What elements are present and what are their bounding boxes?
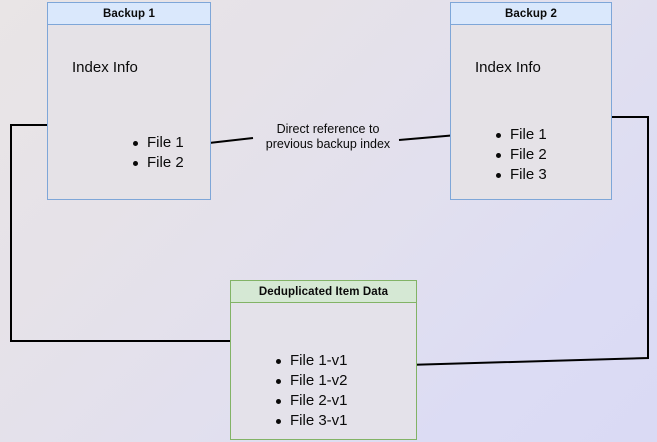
deduplicated-file-list: File 1-v1 File 1-v2 File 2-v1 File 3-v1 [275, 351, 348, 431]
node-backup-1-body: Index Info File 1 File 2 [48, 25, 210, 199]
node-backup-2[interactable]: Backup 2 Index Info File 1 File 2 File 3 [450, 2, 612, 200]
node-backup-1-header: Backup 1 [48, 3, 210, 25]
list-item: File 1-v1 [275, 351, 348, 371]
edge-label-direct-reference: Direct reference to previous backup inde… [246, 122, 410, 152]
list-item: File 2-v1 [275, 391, 348, 411]
node-backup-1[interactable]: Backup 1 Index Info File 1 File 2 [47, 2, 211, 200]
list-item: File 3-v1 [275, 411, 348, 431]
list-item: File 3 [495, 165, 547, 185]
node-deduplicated-item-data-header: Deduplicated Item Data [231, 281, 416, 303]
node-deduplicated-item-data[interactable]: Deduplicated Item Data File 1-v1 File 1-… [230, 280, 417, 440]
backup-2-index-info-label: Index Info [475, 59, 541, 76]
node-deduplicated-item-data-body: File 1-v1 File 1-v2 File 2-v1 File 3-v1 [231, 303, 416, 439]
list-item: File 2 [495, 145, 547, 165]
list-item: File 2 [132, 153, 184, 173]
backup-2-file-list: File 1 File 2 File 3 [495, 125, 547, 185]
list-item: File 1-v2 [275, 371, 348, 391]
edge-label-line-1: Direct reference to [276, 122, 380, 136]
node-backup-2-body: Index Info File 1 File 2 File 3 [451, 25, 611, 199]
backup-1-file-list: File 1 File 2 [132, 133, 184, 173]
list-item: File 1 [495, 125, 547, 145]
backup-1-index-info-label: Index Info [72, 59, 138, 76]
edge-label-line-2: previous backup index [265, 137, 391, 151]
list-item: File 1 [132, 133, 184, 153]
node-backup-2-header: Backup 2 [451, 3, 611, 25]
